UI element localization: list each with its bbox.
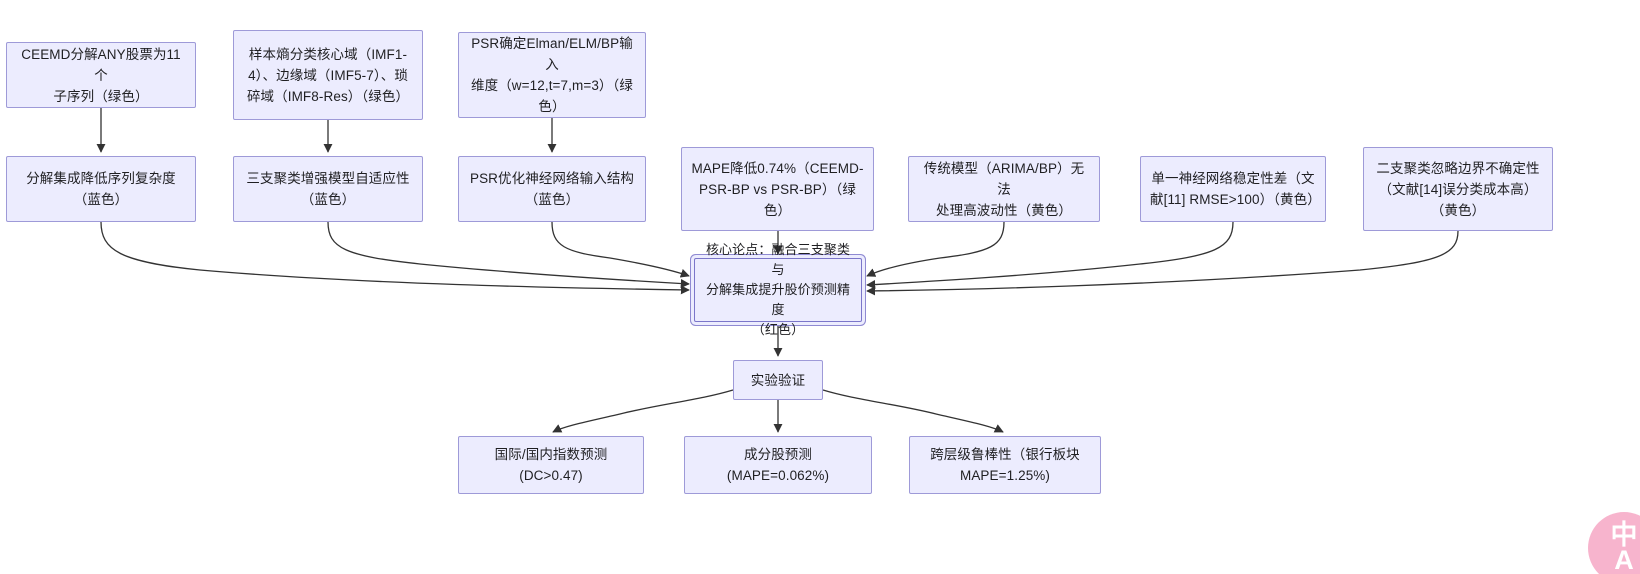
node-result-index-forecast[interactable]: 国际/国内指数预测 (DC>0.47) xyxy=(458,436,644,494)
node-decomposition-reduces-complexity[interactable]: 分解集成降低序列复杂度 （蓝色） xyxy=(6,156,196,222)
edge-n12-n13 xyxy=(552,389,734,433)
watermark-line-1: 中 xyxy=(1610,520,1638,550)
edge-n5-n11 xyxy=(327,221,690,289)
node-mape-reduction-evidence[interactable]: MAPE降低0.74%（CEEMD- PSR-BP vs PSR-BP）（绿 色… xyxy=(681,147,874,231)
node-label: 实验验证 xyxy=(750,372,806,388)
node-two-way-clustering-limitation[interactable]: 二支聚类忽略边界不确定性 （文献[14]误分类成本高） （黄色） xyxy=(1363,147,1553,231)
node-label: 二支聚类忽略边界不确定性 （文献[14]误分类成本高） （黄色） xyxy=(1376,160,1540,218)
edge-n8-n11 xyxy=(866,221,1005,277)
node-result-cross-level-robustness[interactable]: 跨层级鲁棒性（银行板块 MAPE=1.25%) xyxy=(909,436,1101,494)
node-label: MAPE降低0.74%（CEEMD- PSR-BP vs PSR-BP）（绿 色… xyxy=(691,160,864,218)
watermark-line-2: A xyxy=(1614,545,1634,574)
node-label: 三支聚类增强模型自适应性 （蓝色） xyxy=(246,171,410,207)
node-label: PSR优化神经网络输入结构 （蓝色） xyxy=(469,171,635,207)
node-experimental-validation[interactable]: 实验验证 xyxy=(733,360,823,400)
node-label: 跨层级鲁棒性（银行板块 MAPE=1.25%) xyxy=(930,447,1080,483)
node-label: PSR确定Elman/ELM/BP输入 维度（w=12,t=7,m=3）（绿 色… xyxy=(471,36,633,114)
node-traditional-model-limitation[interactable]: 传统模型（ARIMA/BP）无法 处理高波动性（黄色） xyxy=(908,156,1100,222)
node-three-way-clustering-adaptivity[interactable]: 三支聚类增强模型自适应性 （蓝色） xyxy=(233,156,423,222)
edge-n10-n11 xyxy=(866,230,1459,296)
edge-n12-n15 xyxy=(822,389,1004,433)
node-label: 分解集成降低序列复杂度 （蓝色） xyxy=(26,171,176,207)
node-ceemd-decomposition[interactable]: CEEMD分解ANY股票为11个 子序列（绿色） xyxy=(6,42,196,108)
node-result-constituent-stock-forecast[interactable]: 成分股预测 (MAPE=0.062%) xyxy=(684,436,872,494)
node-label: 成分股预测 (MAPE=0.062%) xyxy=(726,447,830,483)
node-label: 核心论点：融合三支聚类与 分解集成提升股价预测精度 （红色） xyxy=(705,242,851,337)
node-psr-input-dimension[interactable]: PSR确定Elman/ELM/BP输入 维度（w=12,t=7,m=3）（绿 色… xyxy=(458,32,646,118)
translate-watermark-badge[interactable]: 中 A xyxy=(1588,512,1640,574)
node-label: 单一神经网络稳定性差（文 献[11] RMSE>100）（黄色） xyxy=(1150,171,1321,207)
node-single-network-instability[interactable]: 单一神经网络稳定性差（文 献[11] RMSE>100）（黄色） xyxy=(1140,156,1326,222)
node-psr-optimizes-network-input[interactable]: PSR优化神经网络输入结构 （蓝色） xyxy=(458,156,646,222)
edge-n4-n11 xyxy=(100,221,690,295)
edge-n6-n11 xyxy=(551,221,690,278)
node-label: 样本熵分类核心域（IMF1- 4）、边缘域（IMF5-7）、琐 碎域（IMF8-… xyxy=(246,46,410,104)
node-label: 国际/国内指数预测 (DC>0.47) xyxy=(494,447,608,483)
edge-n9-n11 xyxy=(866,221,1234,290)
node-label: CEEMD分解ANY股票为11个 子序列（绿色） xyxy=(21,46,181,104)
node-sample-entropy-classification[interactable]: 样本熵分类核心域（IMF1- 4）、边缘域（IMF5-7）、琐 碎域（IMF8-… xyxy=(233,30,423,120)
node-label: 传统模型（ARIMA/BP）无法 处理高波动性（黄色） xyxy=(923,160,1085,218)
node-core-claim[interactable]: 核心论点：融合三支聚类与 分解集成提升股价预测精度 （红色） xyxy=(694,242,862,337)
